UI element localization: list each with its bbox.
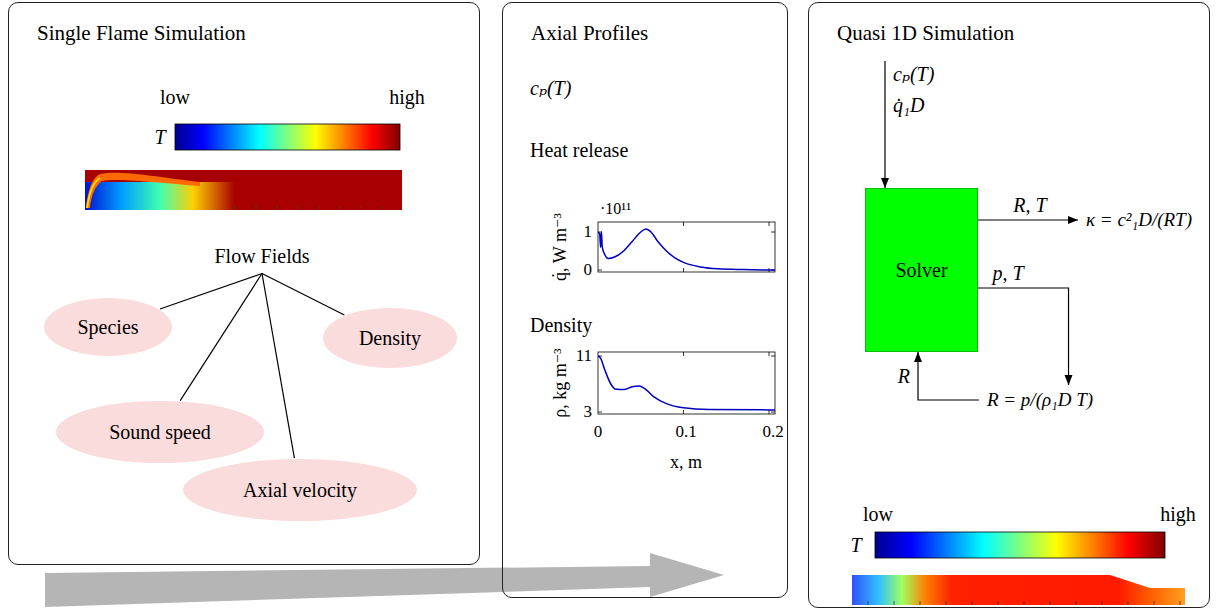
heat-release-curve bbox=[598, 229, 775, 270]
panel-title: Axial Profiles bbox=[531, 21, 648, 45]
scale-label: low bbox=[863, 503, 893, 526]
tick-label: 1 bbox=[584, 222, 593, 242]
tick-label: 0 bbox=[594, 422, 603, 442]
node-text: Species bbox=[77, 316, 138, 339]
field-ellipse: Sound speed bbox=[55, 400, 265, 464]
colorbar bbox=[875, 532, 1165, 558]
tick-label: 0.2 bbox=[762, 422, 783, 442]
signal-label: p, T bbox=[990, 262, 1025, 285]
tick-label: 11 bbox=[576, 346, 592, 366]
group-heading: Flow Fields bbox=[210, 243, 313, 270]
node-text: q̇₁D bbox=[893, 94, 924, 117]
plot-frame bbox=[598, 352, 775, 414]
variable-label: T bbox=[850, 534, 861, 557]
scale-label: high bbox=[1160, 503, 1196, 526]
flame-field bbox=[85, 170, 402, 210]
panel-title: Single Flame Simulation bbox=[37, 21, 246, 45]
formula: R = p/(ρ₁D T) bbox=[983, 387, 1097, 413]
connector bbox=[262, 274, 344, 316]
tick-label: 0 bbox=[584, 260, 593, 280]
node-text: Flow Fields bbox=[214, 245, 309, 268]
solver-inputs: cₚ(T) q̇₁D bbox=[893, 61, 942, 119]
density-curve bbox=[598, 356, 775, 410]
plot-title: Heat release bbox=[530, 139, 628, 162]
scale-label: high bbox=[389, 86, 425, 109]
plot-frame bbox=[598, 222, 775, 272]
axis-label: q̇, W m⁻³ bbox=[550, 213, 571, 281]
tick-label: 0.1 bbox=[675, 422, 696, 442]
axis-multiplier: ·10¹¹ bbox=[600, 200, 631, 218]
field-ellipse: Axial velocity bbox=[182, 458, 418, 522]
axis-label: x, m bbox=[670, 452, 702, 473]
node-text: R = p/(ρ₁D T) bbox=[987, 389, 1093, 411]
signal-label: R, T bbox=[1011, 194, 1048, 217]
plot-title: Density bbox=[530, 314, 592, 337]
solver-box: Solver bbox=[865, 188, 978, 352]
field-ellipse: Density bbox=[322, 307, 458, 369]
connector bbox=[978, 219, 1078, 220]
variable-label: T bbox=[154, 126, 165, 149]
signal-label: R bbox=[896, 365, 912, 388]
process-arrow bbox=[45, 553, 724, 607]
node-text: Density bbox=[359, 327, 421, 350]
temperature-strip bbox=[852, 575, 1185, 605]
node-text: Sound speed bbox=[109, 421, 211, 444]
connector bbox=[160, 274, 262, 309]
node-text: cₚ(T) bbox=[893, 63, 934, 86]
connector bbox=[884, 61, 885, 188]
formula: κ = c²₁D/(RT) bbox=[1082, 207, 1196, 233]
connector bbox=[918, 352, 979, 400]
node-text: Axial velocity bbox=[243, 479, 357, 502]
node-text: κ = c²₁D/(RT) bbox=[1086, 209, 1192, 231]
connector bbox=[180, 274, 262, 401]
colorbar bbox=[175, 124, 400, 150]
property-label: cₚ(T) bbox=[530, 77, 571, 100]
connector bbox=[262, 274, 294, 459]
scale-label: low bbox=[160, 86, 190, 109]
connector bbox=[978, 288, 1069, 385]
tick-label: 3 bbox=[584, 402, 593, 422]
field-ellipse: Species bbox=[43, 297, 173, 357]
panel-title: Quasi 1D Simulation bbox=[837, 21, 1014, 45]
node-text: Solver bbox=[895, 259, 947, 282]
axis-label: ρ, kg m⁻³ bbox=[550, 348, 571, 417]
